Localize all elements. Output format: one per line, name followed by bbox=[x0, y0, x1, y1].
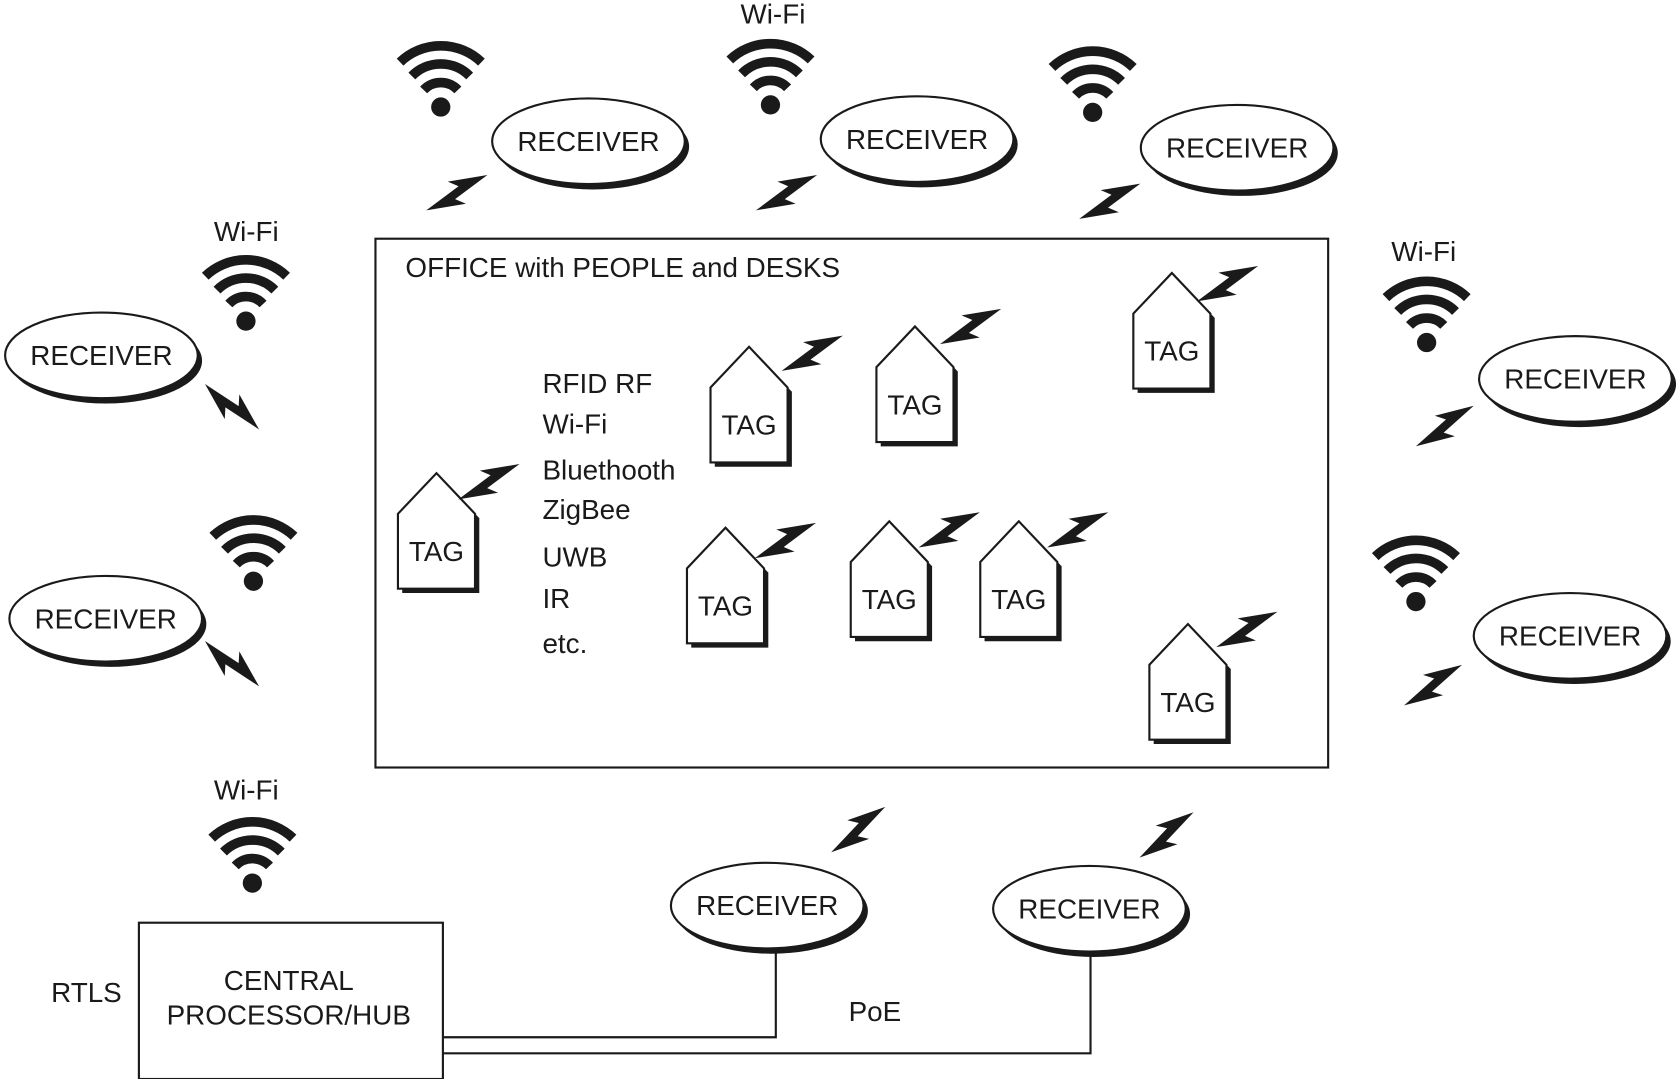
wireless-signal-icon bbox=[204, 640, 260, 687]
wifi-label: Wi-Fi bbox=[214, 775, 279, 806]
tag-node: TAG bbox=[709, 345, 793, 468]
rtls-label: RTLS bbox=[51, 977, 122, 1008]
tech-item: IR bbox=[542, 583, 570, 614]
wireless-signal-icon bbox=[1047, 512, 1109, 548]
wifi-icon bbox=[205, 260, 286, 331]
tag-label: TAG bbox=[887, 389, 942, 420]
tech-item: UWB bbox=[542, 541, 607, 572]
receiver-node: RECEIVER bbox=[1472, 591, 1671, 685]
receiver-label: RECEIVER bbox=[1504, 364, 1646, 395]
wifi-label: Wi-Fi bbox=[214, 216, 279, 247]
wifi-icon bbox=[1386, 281, 1467, 352]
receiver-label: RECEIVER bbox=[517, 126, 659, 157]
receiver-node: RECEIVER bbox=[8, 574, 207, 667]
tag-label: TAG bbox=[1144, 336, 1199, 367]
wireless-signal-icon bbox=[1216, 611, 1278, 648]
receiver-label: RECEIVER bbox=[30, 340, 172, 371]
office-label: OFFICE with PEOPLE and DESKS bbox=[405, 252, 840, 283]
tech-item: etc. bbox=[542, 628, 587, 659]
tech-item: Bluethooth bbox=[542, 455, 675, 486]
tag-label: TAG bbox=[1160, 687, 1215, 718]
wifi-icon bbox=[212, 822, 293, 893]
wifi-icon bbox=[400, 46, 481, 117]
tag-label: TAG bbox=[721, 410, 776, 441]
poe-label: PoE bbox=[849, 996, 902, 1027]
receiver-label: RECEIVER bbox=[1499, 620, 1641, 651]
wireless-signal-icon bbox=[754, 522, 817, 559]
receiver-node: RECEIVER bbox=[1478, 335, 1677, 428]
hub-label-line1: CENTRAL bbox=[224, 965, 354, 996]
tag-label: TAG bbox=[862, 584, 917, 615]
receiver-label: RECEIVER bbox=[696, 890, 838, 921]
receiver-node: RECEIVER bbox=[669, 861, 868, 954]
tag-node: TAG bbox=[979, 520, 1063, 643]
receiver-node: RECEIVER bbox=[992, 864, 1191, 957]
wifi-icon bbox=[730, 44, 811, 115]
wireless-signal-icon bbox=[1139, 812, 1194, 858]
receiver-label: RECEIVER bbox=[846, 124, 988, 155]
wireless-signal-icon bbox=[1415, 405, 1474, 447]
tag-label: TAG bbox=[991, 584, 1046, 615]
wireless-signal-icon bbox=[781, 335, 843, 371]
wifi-icon bbox=[1375, 540, 1456, 611]
wifi-label: Wi-Fi bbox=[1391, 236, 1456, 267]
wireless-signal-icon bbox=[755, 175, 818, 211]
tag-label: TAG bbox=[409, 536, 464, 567]
tech-item: ZigBee bbox=[542, 494, 630, 525]
tag-node: TAG bbox=[1132, 271, 1216, 394]
wireless-signal-icon bbox=[458, 464, 520, 500]
wireless-signal-icon bbox=[1196, 266, 1259, 302]
poe-cable bbox=[442, 952, 1092, 1055]
wireless-signal-icon bbox=[204, 384, 260, 430]
receiver-label: RECEIVER bbox=[1166, 132, 1308, 163]
tag-node: TAG bbox=[875, 325, 959, 448]
receiver-label: RECEIVER bbox=[1018, 893, 1160, 924]
tag-node: TAG bbox=[685, 526, 770, 649]
wireless-signal-icon bbox=[1079, 183, 1141, 219]
tag-node: TAG bbox=[1148, 622, 1232, 746]
wireless-signal-icon bbox=[940, 308, 1002, 345]
tech-item: Wi-Fi bbox=[542, 409, 607, 440]
tag-node: TAG bbox=[396, 472, 481, 595]
receiver-node: RECEIVER bbox=[819, 95, 1018, 188]
wireless-signal-icon bbox=[426, 175, 488, 211]
receiver-node: RECEIVER bbox=[4, 311, 203, 404]
wireless-signal-icon bbox=[831, 806, 886, 853]
wifi-icon bbox=[1052, 51, 1133, 122]
receiver-node: RECEIVER bbox=[491, 97, 690, 190]
tech-item: RFID RF bbox=[542, 368, 652, 399]
receiver-node: RECEIVER bbox=[1139, 103, 1338, 196]
wireless-signal-icon bbox=[918, 512, 980, 548]
wireless-signal-icon bbox=[1404, 664, 1462, 706]
central-processor-hub bbox=[137, 921, 444, 1079]
wifi-label: Wi-Fi bbox=[740, 0, 805, 30]
receiver-label: RECEIVER bbox=[35, 603, 177, 634]
hub-label-line2: PROCESSOR/HUB bbox=[167, 999, 411, 1030]
tag-label: TAG bbox=[698, 591, 753, 622]
poe-cable bbox=[442, 952, 777, 1039]
tag-node: TAG bbox=[849, 520, 934, 643]
technology-list: RFID RF Wi-Fi Bluethooth ZigBee UWB IR e… bbox=[542, 368, 675, 659]
wifi-icon bbox=[213, 520, 294, 591]
